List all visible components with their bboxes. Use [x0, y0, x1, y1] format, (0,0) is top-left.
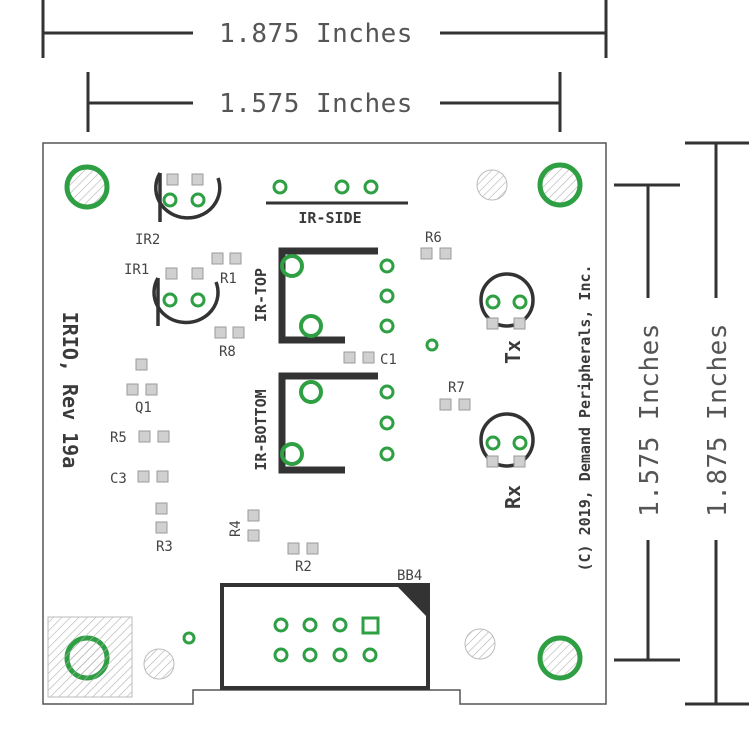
dimension-outer-horizontal-label: 1.875 Inches: [219, 19, 413, 49]
label-rx: Rx: [501, 485, 525, 509]
rx-led: [479, 412, 535, 468]
via: [425, 338, 439, 352]
board-name: IRIO, Rev 19a: [58, 312, 82, 469]
label-r1: R1: [220, 271, 237, 287]
label-c1: C1: [380, 352, 397, 368]
dimension-inner-vertical: 1.575 Inches: [614, 183, 680, 662]
dimension-inner-vertical-label: 1.575 Inches: [635, 323, 665, 517]
copyright-text: (C) 2019, Demand Peripherals, Inc.: [576, 264, 594, 571]
dimension-outer-horizontal: 1.875 Inches: [41, 0, 608, 58]
tx-led: [479, 272, 535, 330]
mounting-hole-top-left: [64, 164, 110, 210]
unplated-hole: [143, 648, 175, 680]
dimension-outer-vertical-label: 1.875 Inches: [703, 323, 733, 517]
ir-side-connector: [266, 179, 408, 205]
via: [182, 631, 196, 645]
label-ir-bottom: IR-BOTTOM: [252, 389, 270, 470]
unplated-hole: [464, 628, 496, 660]
label-tx: Tx: [501, 340, 525, 364]
label-r3: R3: [156, 539, 173, 555]
label-r8: R8: [219, 344, 236, 360]
board-outline: [42, 142, 607, 705]
ir-top-sensor: [278, 247, 395, 344]
ir-bottom-sensor: [278, 372, 395, 474]
dimension-inner-horizontal: 1.575 Inches: [86, 72, 562, 132]
mounting-hole-top-right: [537, 162, 583, 208]
label-r6: R6: [425, 230, 442, 246]
label-ir-side: IR-SIDE: [298, 209, 361, 227]
dimension-outer-vertical: 1.875 Inches: [685, 141, 749, 706]
label-ir1: IR1: [124, 262, 149, 278]
bb4-connector: [220, 583, 430, 690]
ir2-component: [154, 172, 222, 222]
label-q1: Q1: [135, 400, 152, 416]
label-c3: C3: [110, 471, 127, 487]
label-r7: R7: [448, 380, 465, 396]
label-r2: R2: [295, 559, 312, 575]
dimension-inner-horizontal-label: 1.575 Inches: [219, 89, 413, 119]
ir1-component: [152, 267, 220, 326]
unplated-hole: [476, 169, 508, 201]
label-ir2: IR2: [135, 232, 160, 248]
label-r4: R4: [228, 520, 244, 537]
label-bb4: BB4: [397, 568, 422, 584]
label-r5: R5: [110, 430, 127, 446]
hatched-area: [47, 616, 133, 698]
label-ir-top: IR-TOP: [252, 268, 270, 322]
mounting-hole-bottom-right: [537, 635, 583, 681]
